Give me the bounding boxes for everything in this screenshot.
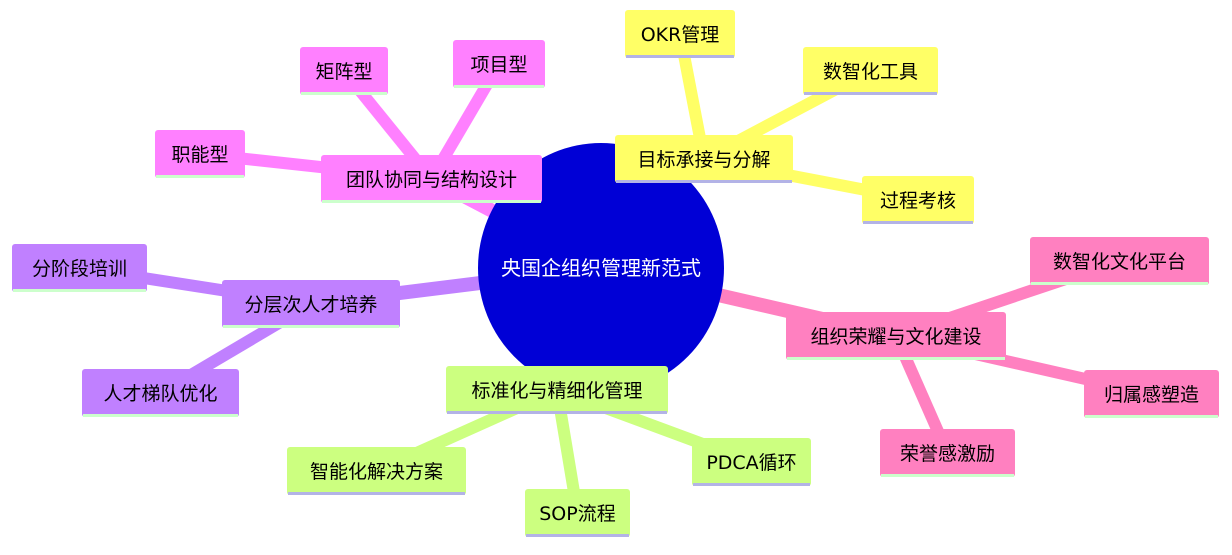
leaf-talent-1-label: 人才梯队优化 <box>103 383 217 405</box>
branch-standard: 标准化与精细化管理 <box>446 366 668 414</box>
leaf-standard-1-underline <box>526 534 629 537</box>
leaf-standard-0-underline <box>288 492 465 495</box>
branch-talent: 分层次人才培养 <box>222 280 400 328</box>
leaf-team-0-label: 矩阵型 <box>315 61 372 83</box>
branch-standard-box <box>446 366 668 414</box>
leaf-standard-1: SOP流程 <box>525 489 630 537</box>
leaf-standard-2: PDCA循环 <box>692 438 811 486</box>
branch-goal: 目标承接与分解 <box>615 135 793 183</box>
leaf-talent-1: 人才梯队优化 <box>82 369 239 417</box>
root-circle <box>478 143 724 393</box>
leaf-culture-1-label: 归属感塑造 <box>1104 384 1199 406</box>
leaf-goal-0-underline <box>626 55 734 58</box>
leaf-goal-1-underline <box>804 92 937 95</box>
leaf-team-2-underline <box>156 175 244 178</box>
leaf-talent-1-box <box>82 369 239 417</box>
leaf-team-2-label: 职能型 <box>171 144 228 166</box>
branch-team-underline <box>322 200 541 203</box>
branch-goal-label: 目标承接与分解 <box>637 149 770 171</box>
leaf-talent-0-underline <box>13 289 146 292</box>
leaf-team-1-box <box>453 40 545 88</box>
leaf-goal-0-label: OKR管理 <box>641 24 720 46</box>
branch-culture-label: 组织荣耀与文化建设 <box>810 326 981 348</box>
leaf-team-0: 矩阵型 <box>300 47 388 95</box>
branch-goal-box <box>615 135 793 183</box>
leaf-standard-2-label: PDCA循环 <box>706 452 796 474</box>
leaf-culture-0-box <box>1030 237 1209 285</box>
leaf-culture-2-label: 荣誉感激励 <box>900 443 995 465</box>
leaf-culture-1: 归属感塑造 <box>1084 370 1219 418</box>
leaf-goal-0: OKR管理 <box>625 10 735 58</box>
leaf-goal-2: 过程考核 <box>862 176 974 224</box>
leaf-team-0-box <box>300 47 388 95</box>
leaf-culture-2-underline <box>881 474 1014 477</box>
leaf-talent-1-underline <box>83 414 238 417</box>
leaf-culture-2: 荣誉感激励 <box>880 429 1015 477</box>
branch-standard-underline <box>447 411 667 414</box>
branch-talent-label: 分层次人才培养 <box>244 294 377 316</box>
leaf-team-2-box <box>155 130 245 178</box>
leaf-standard-2-box <box>692 438 811 486</box>
branch-team-label: 团队协同与结构设计 <box>346 169 517 191</box>
leaf-goal-2-box <box>862 176 974 224</box>
leaf-talent-0-box <box>12 244 147 292</box>
leaf-team-1-label: 项目型 <box>470 54 527 76</box>
leaf-goal-1-box <box>803 47 938 95</box>
branch-culture: 组织荣耀与文化建设 <box>786 312 1006 360</box>
leaf-team-2: 职能型 <box>155 130 245 178</box>
leaf-culture-0-label: 数智化文化平台 <box>1053 251 1186 273</box>
leaf-team-0-underline <box>301 92 387 95</box>
leaf-culture-0: 数智化文化平台 <box>1030 237 1209 285</box>
leaf-goal-0-box <box>625 10 735 58</box>
leaf-standard-1-box <box>525 489 630 537</box>
leaf-standard-0-label: 智能化解决方案 <box>310 461 443 483</box>
branch-talent-box <box>222 280 400 328</box>
leaf-talent-0-label: 分阶段培训 <box>32 258 127 280</box>
leaf-culture-2-box <box>880 429 1015 477</box>
leaf-team-1-underline <box>454 85 544 88</box>
leaf-standard-2-underline <box>693 483 810 486</box>
leaf-standard-1-label: SOP流程 <box>539 503 615 525</box>
leaf-goal-1: 数智化工具 <box>803 47 938 95</box>
leaf-culture-1-box <box>1084 370 1219 418</box>
branch-goal-underline <box>616 180 792 183</box>
leaf-talent-0: 分阶段培训 <box>12 244 147 292</box>
branch-talent-underline <box>223 325 399 328</box>
root-label: 央国企组织管理新范式 <box>501 256 701 280</box>
leaf-standard-0: 智能化解决方案 <box>287 447 466 495</box>
branch-team: 团队协同与结构设计 <box>321 155 542 203</box>
branch-culture-underline <box>787 357 1005 360</box>
leaf-standard-0-box <box>287 447 466 495</box>
leaf-goal-2-label: 过程考核 <box>880 190 956 212</box>
leaf-team-1: 项目型 <box>453 40 545 88</box>
leaf-goal-2-underline <box>863 221 973 224</box>
leaf-goal-1-label: 数智化工具 <box>823 61 918 83</box>
branch-team-box <box>321 155 542 203</box>
leaf-culture-1-underline <box>1085 415 1218 418</box>
leaf-culture-0-underline <box>1031 282 1208 285</box>
root-node: 央国企组织管理新范式 <box>478 143 724 393</box>
branch-standard-label: 标准化与精细化管理 <box>471 380 642 402</box>
branch-culture-box <box>786 312 1006 360</box>
